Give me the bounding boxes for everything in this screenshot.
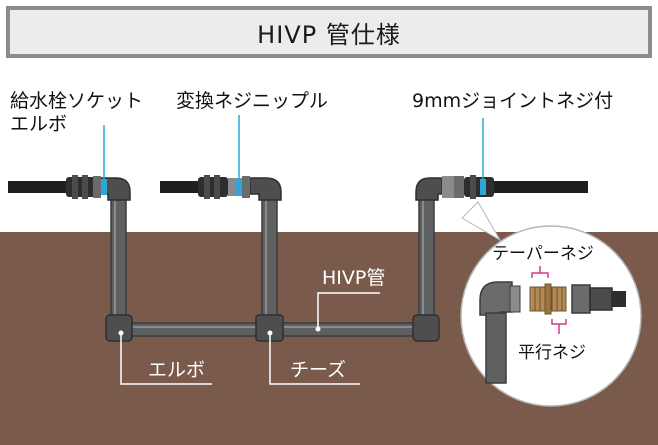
callout-pointer <box>461 201 502 242</box>
elbow-fitting-left <box>105 314 133 342</box>
label-taper-thread: テーパーネジ <box>492 244 594 264</box>
label-conversion-nipple: 変換ネジニップル <box>176 90 329 112</box>
page-title: HIVP 管仕様 <box>257 20 401 49</box>
label-hivp-pipe: HIVP管 <box>322 267 386 289</box>
label-faucet-elbow-line1: 給水栓ソケット <box>10 90 144 112</box>
magnified-elbow <box>479 281 521 384</box>
label-elbow: エルボ <box>148 359 206 381</box>
hose-right <box>492 181 588 193</box>
elbow-fitting-right <box>412 314 440 342</box>
hose-middle <box>160 181 200 193</box>
faucet-socket-elbow <box>66 175 131 201</box>
label-joint: 9mmジョイントネジ付 <box>412 90 614 112</box>
title-box: HIVP 管仕様 <box>6 6 652 58</box>
label-faucet-elbow-line2: エルボ <box>10 113 68 135</box>
label-tee: チーズ <box>290 359 347 381</box>
conversion-nipple-elbow <box>198 175 282 201</box>
magnified-joint <box>571 284 626 314</box>
label-parallel-thread: 平行ネジ <box>518 343 586 363</box>
magnified-brass-nipple <box>529 283 567 315</box>
hose-left <box>8 181 68 193</box>
